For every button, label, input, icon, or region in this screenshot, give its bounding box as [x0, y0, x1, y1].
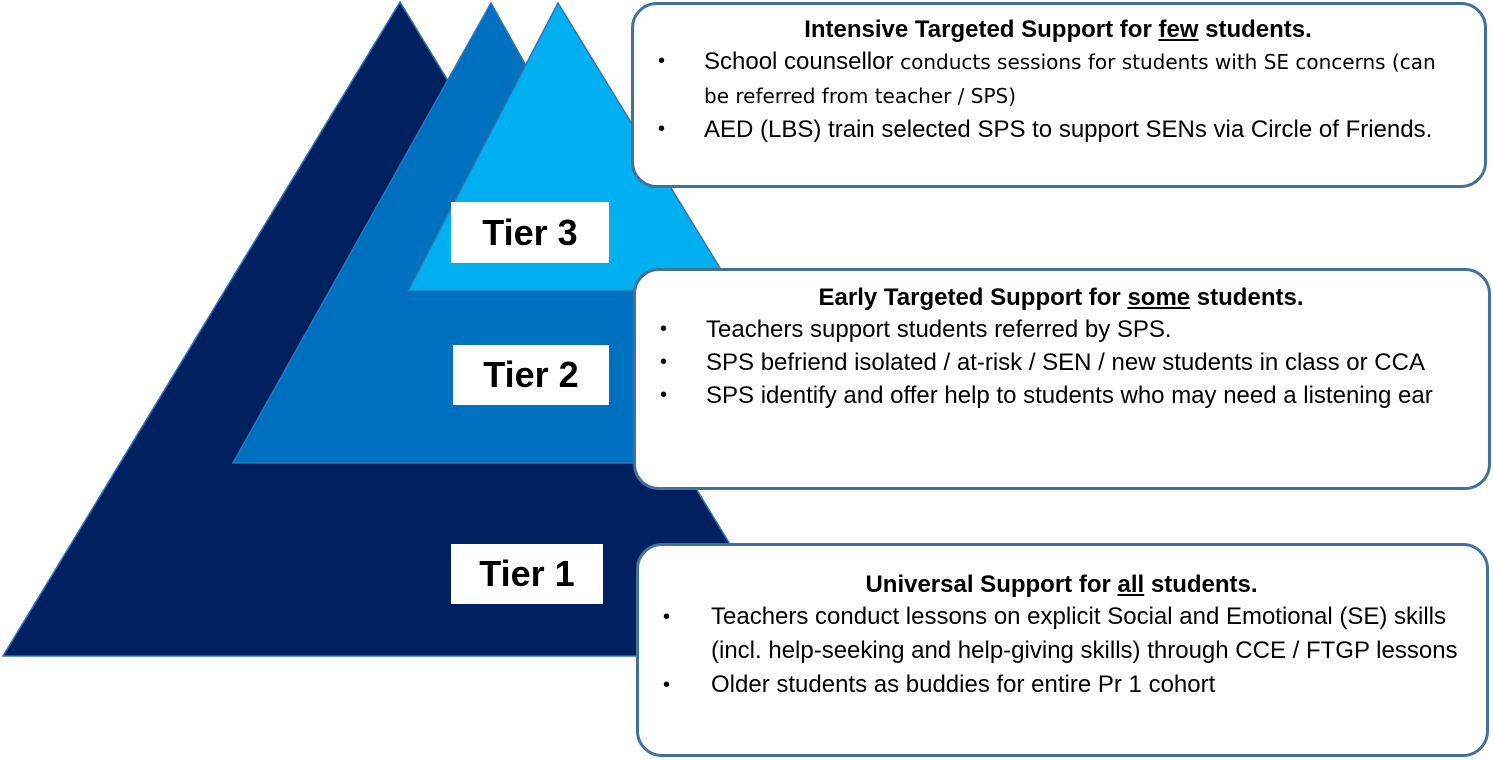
tier2-title-post: students. — [1190, 284, 1304, 311]
tier3-bullet-1-small: conducts sessions for students with SE c… — [704, 50, 1436, 108]
tier1-title-post: students. — [1144, 571, 1258, 598]
tier2-bullet-1: Teachers support students referred by SP… — [706, 316, 1172, 343]
list-item: • School counsellor conducts sessions for… — [654, 45, 1462, 113]
bullet-icon: • — [660, 318, 668, 340]
tier3-bullet-2-main: AED (LBS) train selected SPS to support … — [704, 116, 1433, 143]
list-item: • AED (LBS) train selected SPS to support… — [654, 113, 1462, 146]
tier3-label: Tier 3 — [451, 202, 609, 263]
tier1-bullet-1: Teachers conduct lessons on explicit Soc… — [711, 603, 1458, 664]
list-item: • Teachers support students referred by S… — [656, 313, 1466, 346]
tier2-label: Tier 2 — [453, 345, 609, 405]
bullet-icon: • — [660, 384, 668, 406]
tier2-bullet-list: • Teachers support students referred by S… — [656, 313, 1466, 412]
bullet-icon: • — [663, 674, 671, 696]
tier3-title-post: students. — [1198, 16, 1312, 43]
tier1-bullet-list: • Teachers conduct lessons on explicit So… — [659, 600, 1464, 702]
bullet-icon: • — [658, 118, 666, 140]
tier2-title-underlined: some — [1127, 284, 1191, 311]
list-item: • SPS identify and offer help to students… — [656, 379, 1466, 412]
tier2-bullet-3: SPS identify and offer help to students … — [706, 382, 1433, 409]
bullet-icon: • — [658, 50, 666, 72]
tier3-title: Intensive Targeted Support for few stude… — [654, 15, 1462, 45]
tier3-bullet-list: • School counsellor conducts sessions for… — [654, 45, 1462, 146]
tier3-description-box: Intensive Targeted Support for few stude… — [631, 2, 1487, 188]
tier3-title-underlined: few — [1158, 16, 1199, 43]
tier1-title: Universal Support for all students. — [659, 570, 1464, 600]
tier1-title-pre: Universal Support for — [865, 571, 1118, 598]
tier1-bullet-2: Older students as buddies for entire Pr … — [711, 671, 1216, 698]
tier3-bullet-1-main: School counsellor — [704, 48, 901, 75]
bullet-icon: • — [663, 606, 671, 628]
tier1-label: Tier 1 — [451, 544, 603, 604]
list-item: • SPS befriend isolated / at-risk / SEN /… — [656, 346, 1466, 379]
list-item: • Teachers conduct lessons on explicit So… — [659, 600, 1464, 668]
tier2-description-box: Early Targeted Support for some students… — [633, 268, 1491, 490]
tier1-description-box: Universal Support for all students. • Tea… — [636, 543, 1489, 757]
list-item: • Older students as buddies for entire Pr… — [659, 668, 1464, 702]
tier2-title-pre: Early Targeted Support for — [818, 284, 1128, 311]
tier3-title-pre: Intensive Targeted Support for — [804, 16, 1159, 43]
tier2-bullet-2: SPS befriend isolated / at-risk / SEN / … — [706, 349, 1425, 376]
tier2-title: Early Targeted Support for some students… — [656, 283, 1466, 313]
tier1-title-underlined: all — [1117, 571, 1145, 598]
bullet-icon: • — [660, 351, 668, 373]
